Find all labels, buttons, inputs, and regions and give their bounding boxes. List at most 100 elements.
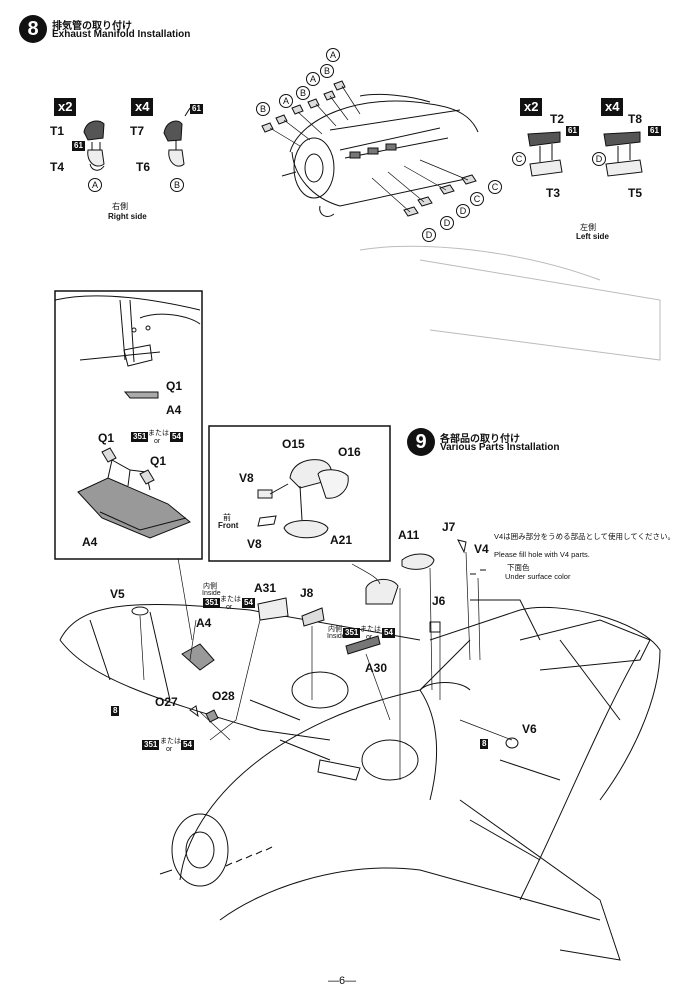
or-jp-a31: または: [220, 596, 241, 603]
nose-letter-a-1: A: [279, 94, 293, 108]
fuselage-nose-drawing: [281, 93, 479, 217]
letter-b-right: B: [170, 178, 184, 192]
paint-351-a31: 351: [203, 598, 221, 608]
part-label-t8: T8: [628, 112, 643, 126]
label-v6: V6: [522, 722, 537, 736]
page-number: —6—: [328, 975, 357, 987]
nose-letter-c-1: C: [488, 180, 502, 194]
label-v5: V5: [110, 587, 125, 601]
label-a30: A30: [365, 661, 388, 675]
part-label-t5: T5: [628, 186, 643, 200]
inset-canopy-parts: [257, 459, 349, 539]
nose-leader-lines: [269, 85, 469, 213]
part-label-t3: T3: [546, 186, 561, 200]
left-side-jp: 左側: [580, 223, 596, 232]
qty-x4-badge-right: x4: [131, 98, 154, 116]
or-jp-a30: または: [360, 626, 381, 633]
underside-jp: 下面色: [507, 563, 530, 572]
nose-letter-b-3: B: [320, 64, 334, 78]
step-9-title-en: Various Parts Installation: [440, 442, 560, 453]
inside-jp-a30: 内側: [328, 626, 342, 633]
inside-en-a31: Inside: [202, 590, 221, 597]
part-label-t7: T7: [130, 124, 145, 138]
nose-letter-c-2: C: [470, 192, 484, 206]
inset-label-a4-upper: A4: [166, 403, 182, 417]
main-small-parts: [131, 539, 519, 749]
paint-61-t2: 61: [566, 126, 579, 136]
inset-label-q1-left: Q1: [98, 431, 115, 445]
paint-61-t8: 61: [648, 126, 661, 136]
paint-8-v5: 8: [111, 706, 120, 716]
part-label-t6: T6: [136, 160, 151, 174]
label-j6: J6: [432, 594, 446, 608]
or-en-a30: or: [366, 634, 373, 641]
label-o27: O27: [155, 695, 178, 709]
inset-label-o16: O16: [338, 445, 361, 459]
front-en: Front: [218, 521, 239, 530]
inset-box-canopy-parts: [208, 425, 391, 562]
part-label-t4: T4: [50, 160, 65, 174]
inset-a4-part: [77, 447, 191, 539]
paint-54-o27: 54: [181, 740, 194, 750]
nose-letter-d-1: D: [456, 204, 470, 218]
letter-a-right: A: [88, 178, 102, 192]
paint-61-t7: 61: [190, 104, 203, 114]
paint-8-v6: 8: [480, 739, 489, 749]
inset-label-v8-lower: V8: [247, 537, 262, 551]
paint-351-inset: 351: [131, 432, 149, 442]
paint-351-a30: 351: [343, 628, 361, 638]
step-8-title-jp: 排気管の取り付け: [52, 21, 132, 32]
exhaust-t2-t3-drawing: [527, 131, 563, 177]
part-label-t2: T2: [550, 112, 565, 126]
right-side-en: Right side: [108, 212, 147, 221]
nose-letter-a-3: A: [326, 48, 340, 62]
or-en-o27: or: [166, 746, 173, 753]
qty-x2-badge-right: x2: [54, 98, 77, 116]
label-o28: O28: [212, 689, 235, 703]
paint-54-inset: 54: [170, 432, 183, 442]
inset-fuselage-detail: [54, 295, 201, 399]
label-a11: A11: [398, 528, 420, 542]
nose-letter-d-3: D: [422, 228, 436, 242]
step-9-number: 9: [407, 428, 435, 456]
inset-label-a21: A21: [330, 533, 353, 547]
nose-letter-b-2: B: [296, 86, 310, 100]
paint-54-a31: 54: [242, 598, 255, 608]
right-side-jp: 右側: [112, 202, 128, 211]
or-en-inset: or: [154, 438, 161, 445]
main-leader-lines: [139, 551, 513, 780]
step-8-number: 8: [19, 15, 47, 43]
nose-exhaust-pieces: [261, 80, 477, 217]
part-label-t1: T1: [50, 124, 65, 138]
letter-d-left: D: [592, 152, 606, 166]
nose-letter-b-1: B: [256, 102, 270, 116]
paint-351-o27: 351: [142, 740, 160, 750]
inside-en-a30: Inside: [327, 633, 346, 640]
nose-letter-d-2: D: [440, 216, 454, 230]
v4-note-en: Please fill hole with V4 parts.: [494, 550, 590, 559]
letter-c-left: C: [512, 152, 526, 166]
or-jp-inset: または: [148, 430, 169, 437]
exhaust-t1-t4-drawing: [83, 120, 105, 171]
step-9-title-jp: 各部品の取り付け: [440, 434, 520, 445]
v4-note-jp: V4は囲み部分をうめる部品として使用してください。: [494, 532, 675, 541]
inset-label-a4-lower: A4: [82, 535, 98, 549]
exhaust-t7-t6-drawing: [163, 107, 191, 167]
qty-x2-badge-left: x2: [520, 98, 543, 116]
paint-61-t1: 61: [72, 141, 85, 151]
label-a31: A31: [254, 581, 277, 595]
label-a4-main: A4: [196, 616, 212, 630]
nose-letter-a-2: A: [306, 72, 320, 86]
qty-x4-badge-left: x4: [601, 98, 624, 116]
inset-label-o15: O15: [282, 437, 305, 451]
main-aircraft-drawing: [59, 599, 661, 961]
inset-label-q1-right: Q1: [150, 454, 167, 468]
inset-label-q1-upper: Q1: [166, 379, 183, 393]
inset-label-v8-upper: V8: [239, 471, 254, 485]
left-side-en: Left side: [576, 232, 609, 241]
paint-54-a30: 54: [382, 628, 395, 638]
step-8-title-en: Exhaust Manifold Installation: [52, 29, 191, 40]
background-wing-ghost: [359, 245, 661, 361]
or-en-a31: or: [226, 604, 233, 611]
